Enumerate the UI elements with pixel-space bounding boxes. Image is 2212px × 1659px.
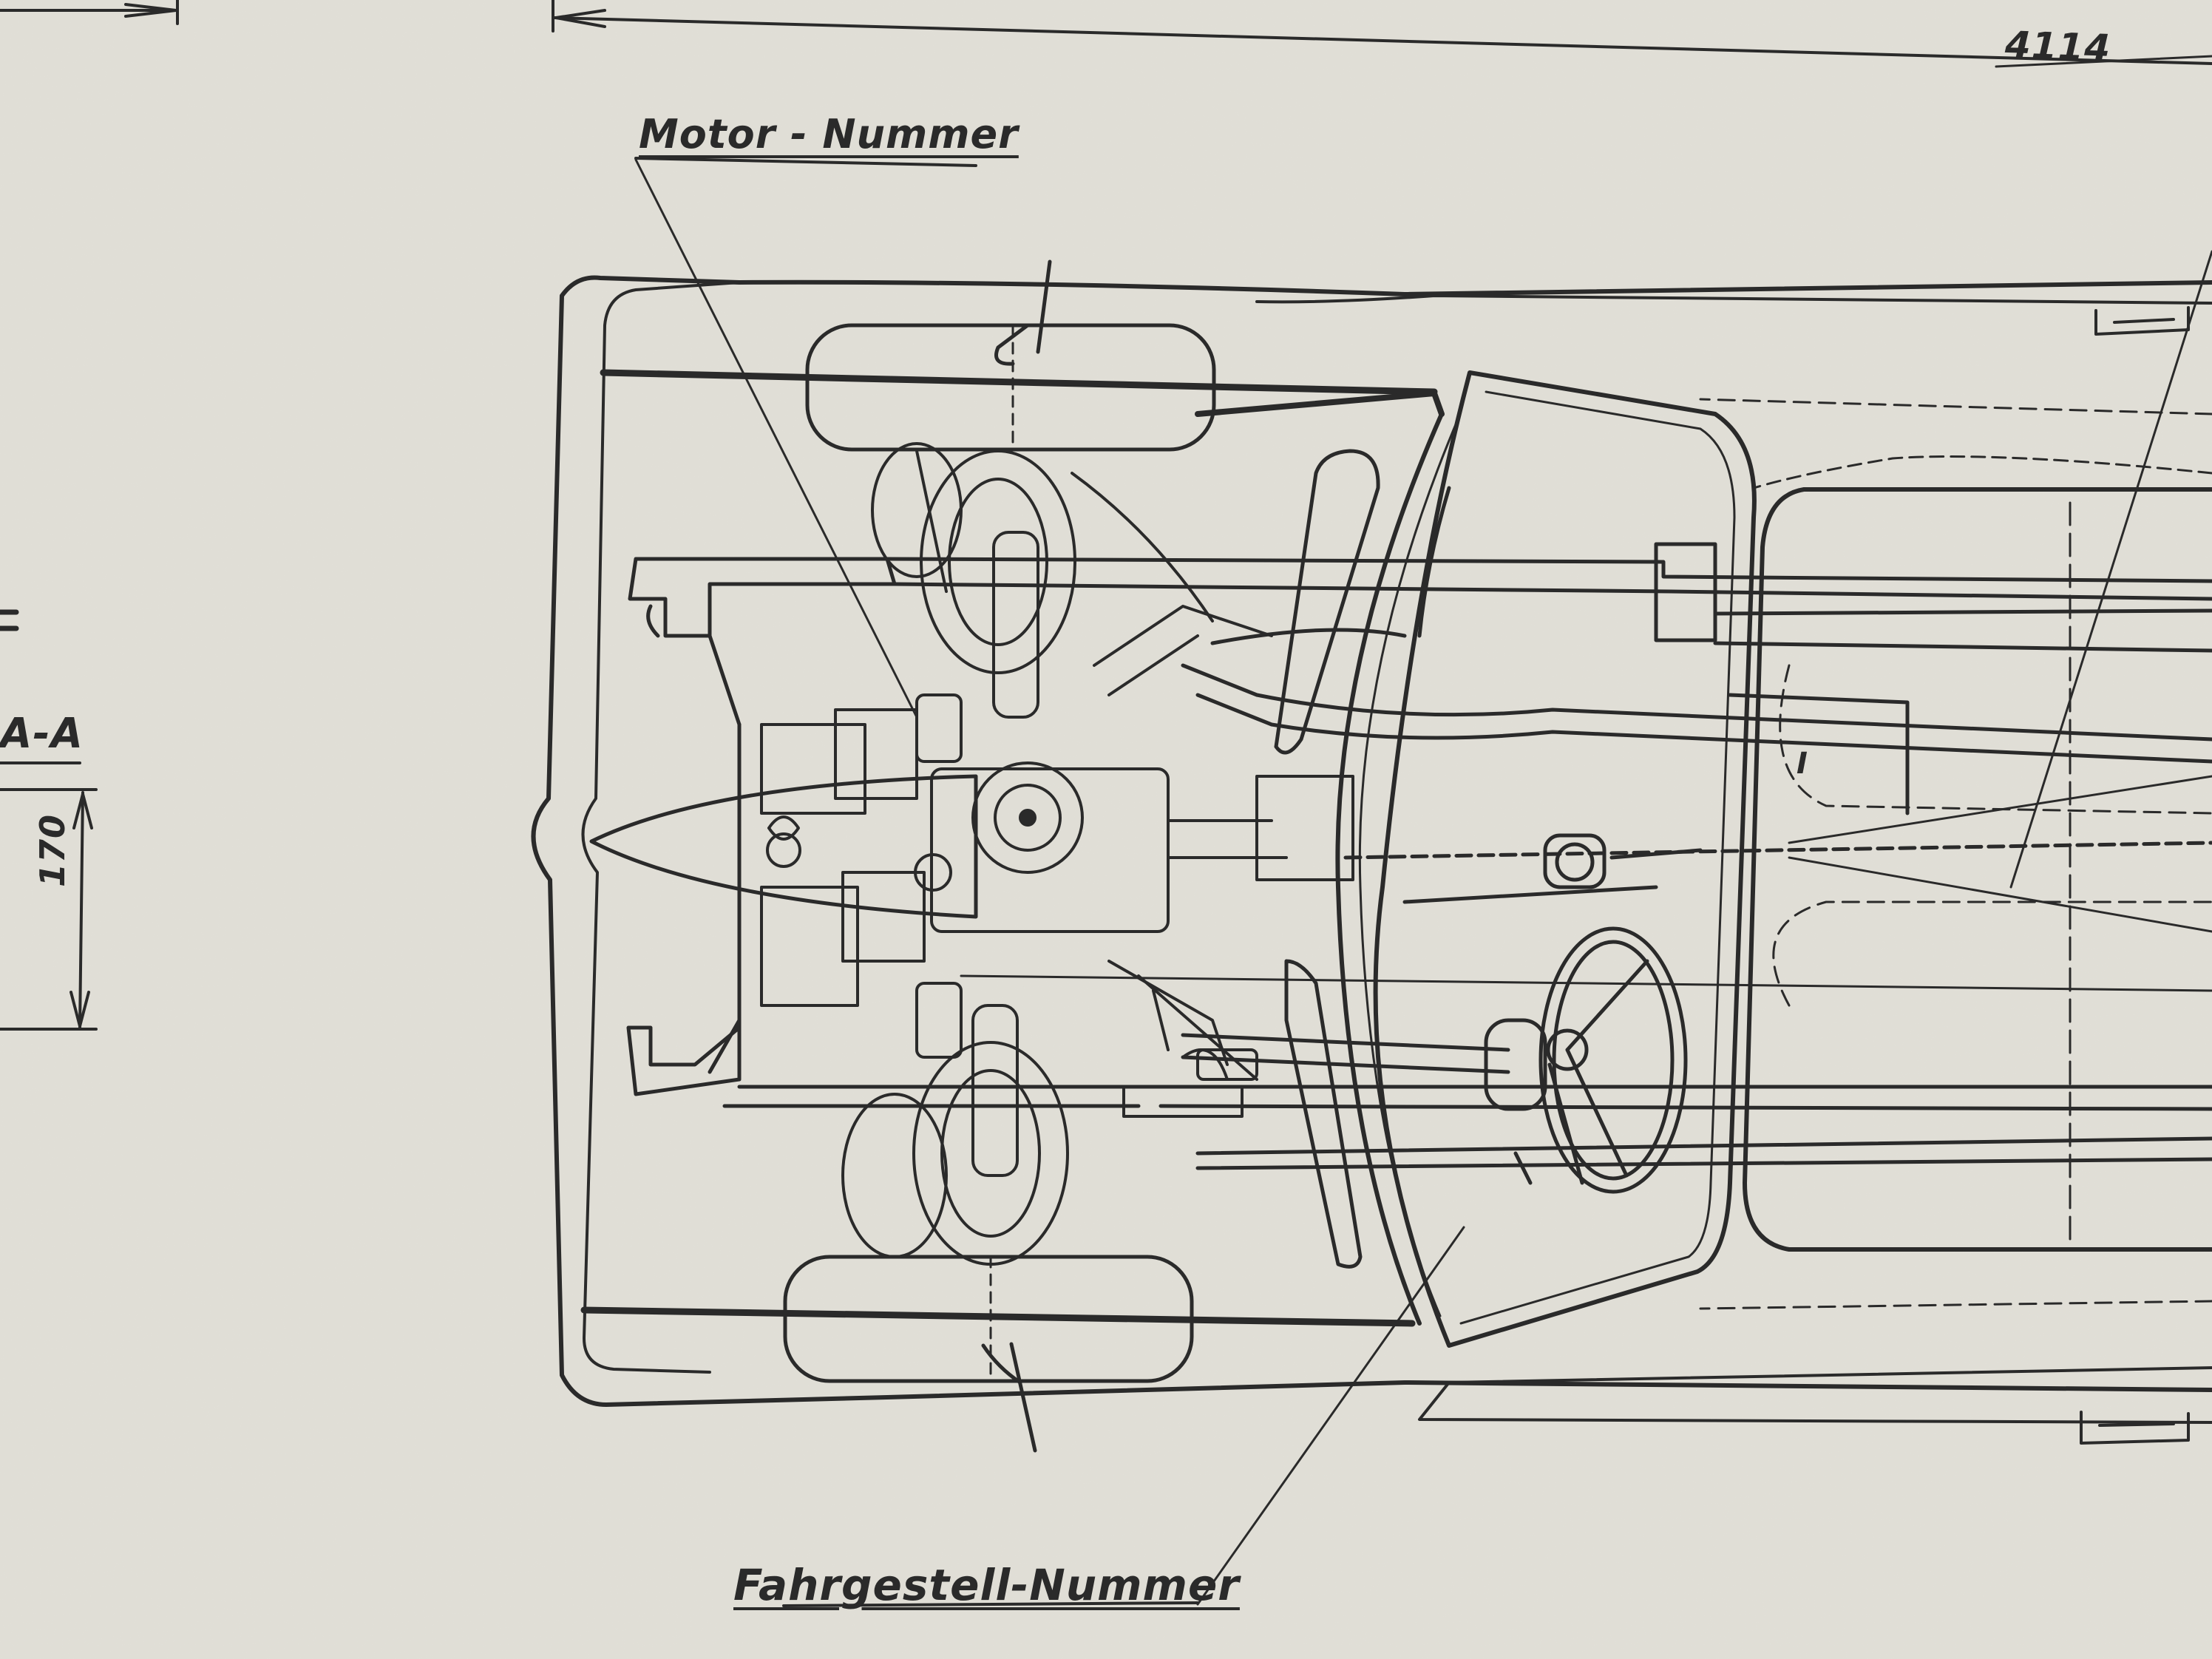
front-wheel-bottom [783,1255,1194,1453]
cabin-frame [1335,370,2212,1348]
section-label: A-A [0,710,84,758]
dimension-arrow-icon [72,793,93,830]
zone-marker: I [1797,747,1808,781]
steering [1181,833,1703,1194]
suspension-top [871,442,1214,719]
fender-panels [1195,390,1451,1269]
front-axle [626,557,1170,1108]
hood-nose [589,774,978,919]
dimension-arrow-icon [69,991,90,1028]
top-dimension-line [0,0,2212,68]
leader-lines [634,157,2212,1607]
motor-number-label: Motor - Nummer [639,111,1019,157]
leader-line-icon [1196,1226,1465,1606]
leader-line-icon [2009,250,2212,889]
chassis-number-label: Fahrgestell-Nummer [733,1560,1240,1610]
suspension-bottom [841,1004,1069,1266]
wheel-icon [805,323,1216,452]
leader-line-icon [634,158,918,719]
dimension-arrow-icon [554,9,606,28]
dimension-arrow-icon [124,3,177,18]
section-dimension [0,609,98,1031]
wheel-icon [783,1255,1194,1383]
front-wheel-top [805,259,1216,452]
length-dimension-value: 4114 [2004,23,2112,70]
car-body [531,275,2212,1445]
steering-wheel-icon [1538,926,1688,1194]
height-dimension-value: 170 [33,813,72,887]
